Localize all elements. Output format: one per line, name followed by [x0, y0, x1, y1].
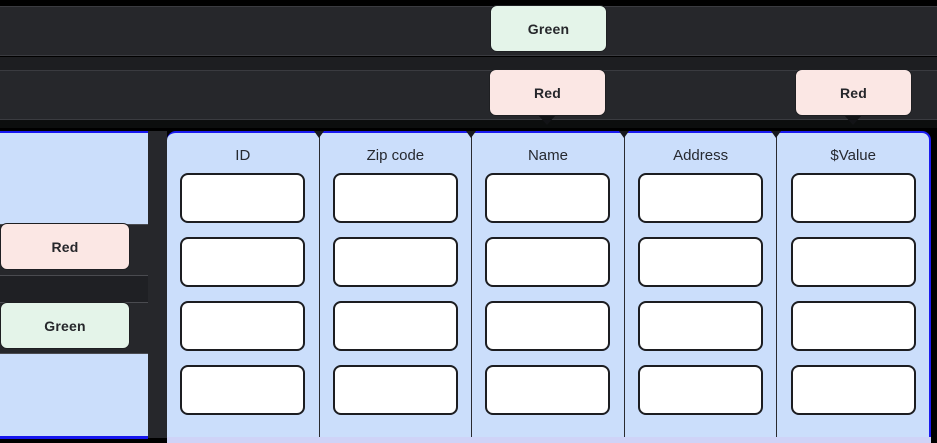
- table-cell[interactable]: [790, 301, 916, 351]
- table-cell[interactable]: [180, 237, 306, 287]
- column-divider-tick-icon: [771, 131, 782, 138]
- table-cell[interactable]: [485, 365, 611, 415]
- table-cell[interactable]: [332, 237, 458, 287]
- callout-arrow-name-column: [538, 115, 556, 125]
- callout-badge-label: Green: [527, 20, 570, 37]
- table-bottom-overflow: [167, 437, 931, 443]
- sidebar-badge-red[interactable]: Red: [0, 223, 130, 270]
- table-column-address[interactable]: Address: [625, 131, 782, 437]
- table-column-value[interactable]: $Value: [777, 133, 929, 437]
- table-cell[interactable]: [180, 173, 306, 223]
- column-cells: [472, 173, 624, 415]
- sidebar-badge-label: Green: [44, 317, 86, 334]
- table-column-id[interactable]: ID: [167, 131, 324, 437]
- sidebar-badge-green[interactable]: Green: [0, 302, 130, 349]
- callout-badge-green-top[interactable]: Green: [490, 5, 607, 52]
- table-cell[interactable]: [790, 365, 916, 415]
- callout-badge-label: Red: [839, 84, 868, 101]
- table-cell[interactable]: [180, 365, 306, 415]
- table-cell[interactable]: [790, 173, 916, 223]
- table-cell[interactable]: [485, 173, 611, 223]
- callout-badge-red-center[interactable]: Red: [489, 69, 606, 116]
- table-cell[interactable]: [638, 365, 764, 415]
- table-cell[interactable]: [790, 237, 916, 287]
- sidebar-dark-strip-gap: [0, 276, 148, 302]
- dark-region-base: [0, 120, 937, 128]
- main-panel: Red Green ID Zip code: [0, 128, 937, 443]
- column-divider-tick-icon: [313, 131, 324, 138]
- data-table: ID Zip code: [167, 131, 931, 440]
- column-divider-tick-icon: [618, 131, 629, 138]
- dark-toolbar-row-2: [0, 70, 937, 120]
- column-header-name: Name: [527, 147, 568, 164]
- column-divider-tick-icon: [466, 131, 477, 138]
- table-cell[interactable]: [638, 301, 764, 351]
- column-cells: [320, 173, 472, 415]
- dark-toolbar-gap: [0, 57, 937, 70]
- table-cell[interactable]: [638, 237, 764, 287]
- table-cell[interactable]: [485, 237, 611, 287]
- table-cell[interactable]: [180, 301, 306, 351]
- table-cell[interactable]: [332, 301, 458, 351]
- dark-toolbar-row-1: [0, 6, 937, 56]
- column-header-id: ID: [235, 147, 251, 164]
- table-cell[interactable]: [638, 173, 764, 223]
- table-cell[interactable]: [332, 365, 458, 415]
- column-header-address: Address: [673, 147, 729, 164]
- table-cell[interactable]: [485, 301, 611, 351]
- table-column-name[interactable]: Name: [472, 131, 629, 437]
- callout-badge-label: Red: [533, 84, 562, 101]
- table-cell[interactable]: [332, 173, 458, 223]
- top-dark-region: Green Red Red: [0, 0, 937, 128]
- callout-arrow-value-column: [844, 115, 862, 125]
- sidebar-badge-label: Red: [51, 238, 79, 255]
- callout-badge-red-right[interactable]: Red: [795, 69, 912, 116]
- column-cells: [625, 173, 777, 415]
- table-column-zip-code[interactable]: Zip code: [320, 131, 477, 437]
- column-cells: [167, 173, 319, 415]
- sidebar-panel: [0, 131, 148, 439]
- column-header-zip-code: Zip code: [366, 147, 425, 164]
- column-cells: [777, 173, 929, 415]
- column-header-value: $Value: [830, 147, 876, 164]
- sidebar-table-divider-rail: [148, 131, 167, 438]
